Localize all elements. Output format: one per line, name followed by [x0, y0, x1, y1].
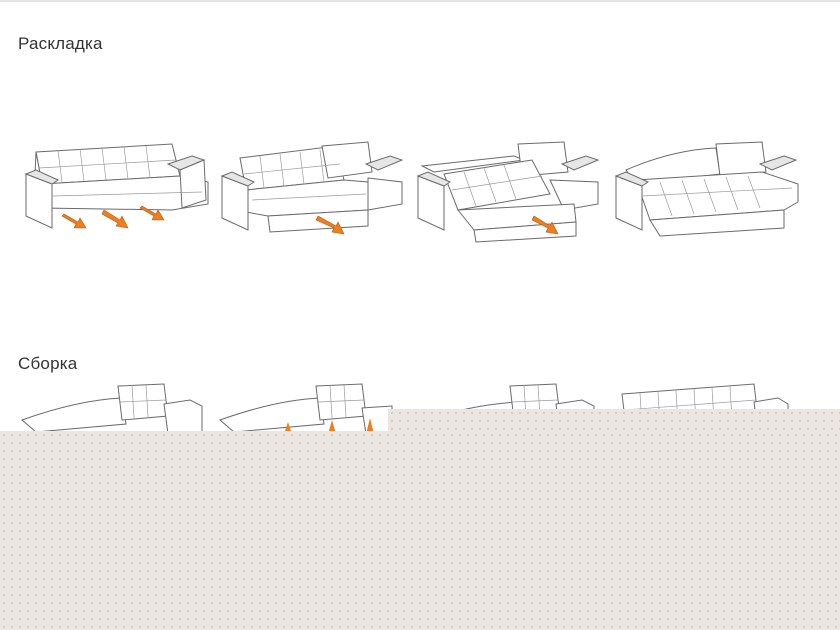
sofa-step-2 [218, 130, 414, 250]
section-title-assembly: Сборка [18, 354, 78, 373]
sofa-assembly-1 [18, 378, 214, 434]
sofa-step-4 [612, 130, 808, 250]
sofa-step-3 [414, 130, 610, 250]
top-divider [0, 0, 840, 2]
sofa-step-1 [22, 130, 218, 250]
overlay-panel [0, 431, 840, 630]
overlay-panel-notch [388, 409, 840, 433]
sofa-assembly-2 [216, 378, 412, 434]
section-title-unfold: Раскладка [18, 34, 103, 53]
